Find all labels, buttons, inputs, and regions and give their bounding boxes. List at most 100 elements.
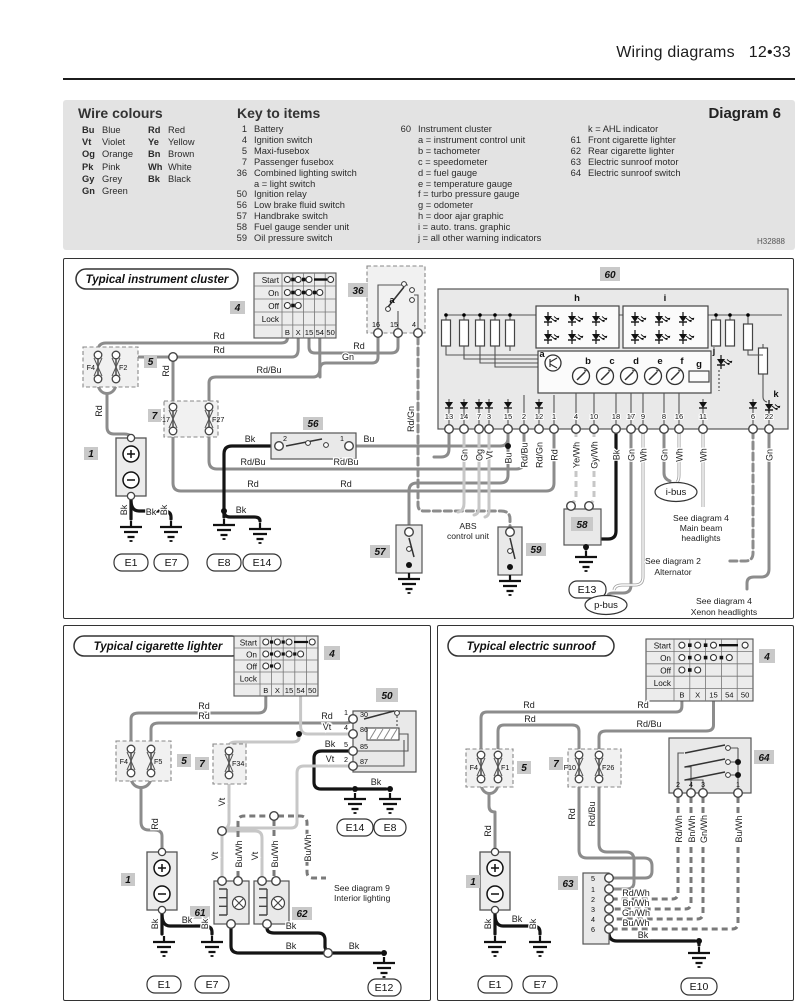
diagram-number: Diagram 6: [708, 105, 781, 122]
ignition-switch-table: Start On Off Lock B X 15 54 50 4: [645, 638, 775, 702]
ign-col: B: [263, 686, 268, 695]
terminal-3: 3: [701, 780, 705, 789]
fuse-f17: F17: [158, 415, 170, 424]
badge-4: 4: [234, 303, 241, 314]
fuse-f34: F34: [232, 759, 244, 768]
note-mainbeam: headlights: [681, 533, 720, 543]
relay-87: 87: [360, 757, 368, 766]
panel-electric-sunroof: Typical electric sunroof Start On Off Lo…: [437, 625, 794, 1001]
panel-instrument-cluster: Typical instrument cluster Start On Off …: [63, 258, 794, 619]
abbr: Pk: [82, 161, 94, 172]
wire-label: Rd/Bu: [256, 365, 281, 375]
bus-labels: i-bus p-bus: [584, 481, 698, 616]
i-bus-label: i-bus: [666, 487, 687, 498]
letter-k: k: [773, 389, 779, 400]
wire-label: Bk: [528, 918, 538, 929]
name: Yellow: [168, 137, 195, 148]
pin: 15: [504, 412, 512, 421]
wire-label: Rd/Bu: [333, 457, 358, 467]
wire-label: Bu/Wh: [234, 840, 244, 867]
wire-label: Vt: [326, 754, 335, 764]
name: White: [168, 161, 192, 172]
ign-col: 15: [709, 691, 717, 700]
pin: 22: [765, 412, 773, 421]
ignition-switch-table: Start On Off Lock B X 15 54 50 4: [233, 635, 340, 697]
ign-col: 50: [308, 686, 316, 695]
terminal-1: 1: [736, 780, 740, 789]
ign-col: X: [275, 686, 280, 695]
abbr: Wh: [148, 161, 163, 172]
wire-labels: Rd Rd Rd Rd/Bu Rd Rd/Bu Rd Rd/Wh Bn/Wh G…: [482, 699, 746, 942]
passenger-fusebox: F10 F26 7: [549, 748, 622, 788]
motor-4: 4: [591, 915, 595, 924]
section-title: Typical instrument cluster: [75, 268, 239, 290]
ign-contacts: [283, 275, 335, 310]
name: Grey: [102, 173, 123, 184]
abs-note: ABS: [459, 521, 476, 531]
item-num: 62: [570, 145, 581, 156]
item-label: Low brake fluid switch: [254, 200, 345, 211]
wire-label: Vt: [217, 797, 227, 806]
earth-points: E1 E7 E10: [477, 934, 718, 996]
wire-label: Wh: [675, 448, 685, 462]
pin: 8: [662, 412, 666, 421]
wire-label: Bk: [119, 504, 129, 515]
earth-e8: E8: [384, 822, 397, 834]
badge-64: 64: [758, 753, 770, 764]
terminal-15: 15: [390, 320, 398, 329]
ign-row: On: [246, 651, 257, 660]
battery: 1: [121, 847, 178, 915]
item-num: 64: [570, 167, 581, 178]
item-num: 57: [236, 211, 247, 222]
abbr: Vt: [82, 137, 92, 148]
instrument-cluster: 60 h i j a b c d e f g k 13 14 7 3 15 2 …: [437, 267, 789, 434]
note-mainbeam: Main beam: [680, 523, 723, 533]
abbr: Ye: [148, 137, 159, 148]
abs-note: control unit: [447, 531, 490, 541]
fuel-gauge-sender: 58: [563, 501, 602, 546]
letter-j: j: [712, 346, 716, 357]
pin: 16: [675, 412, 683, 421]
item-label: Rear cigarette lighter: [588, 145, 675, 156]
earth-e7: E7: [206, 979, 219, 991]
wire-label: Ye/Wh: [572, 442, 582, 468]
letter-h: h: [574, 293, 580, 304]
low-brake-fluid-switch: 2 1 56: [270, 417, 357, 460]
item-label: Battery: [254, 124, 284, 134]
wire-label: Rd/Bu: [520, 442, 530, 467]
cross-references: See diagram 9 Interior lighting: [333, 882, 392, 904]
cigarette-lighter-diagram: Typical cigarette lighter Start On Off L…: [73, 635, 417, 997]
wire-label: Rd: [353, 341, 365, 351]
item-num: 63: [570, 156, 581, 167]
wire-label: Bk: [371, 777, 382, 787]
wire-label: Rd: [321, 711, 333, 721]
pin: 10: [590, 412, 598, 421]
name: Blue: [102, 125, 121, 135]
item-num: 1: [241, 124, 247, 134]
wire-label: Rd: [161, 365, 171, 377]
badge-1: 1: [125, 875, 131, 886]
earth-e13: E13: [578, 584, 597, 596]
pin: 13: [445, 412, 453, 421]
abbr: Og: [82, 149, 95, 160]
fuse-f27: F27: [212, 415, 224, 424]
pin: 7: [477, 412, 481, 421]
wire-label: Bn/Wh: [622, 898, 649, 908]
fuse-f26: F26: [602, 763, 614, 772]
earth-e1: E1: [489, 979, 502, 991]
ign-row: Start: [262, 276, 280, 285]
relay-5: 5: [344, 740, 348, 749]
wire-label: Rd: [567, 808, 577, 820]
splice: [216, 826, 228, 836]
wire-label: Bk: [245, 434, 256, 444]
junction: [381, 950, 387, 956]
wire-label: Bu: [363, 434, 374, 444]
note-xenon: See diagram 4: [696, 596, 752, 606]
wire-label: Gn: [627, 449, 637, 461]
wire-label: Rd: [483, 825, 493, 837]
wire-label: Rd/Bu: [240, 457, 265, 467]
wire-label: Bu/Wh: [734, 815, 744, 842]
wire-label: Wh: [639, 448, 649, 462]
